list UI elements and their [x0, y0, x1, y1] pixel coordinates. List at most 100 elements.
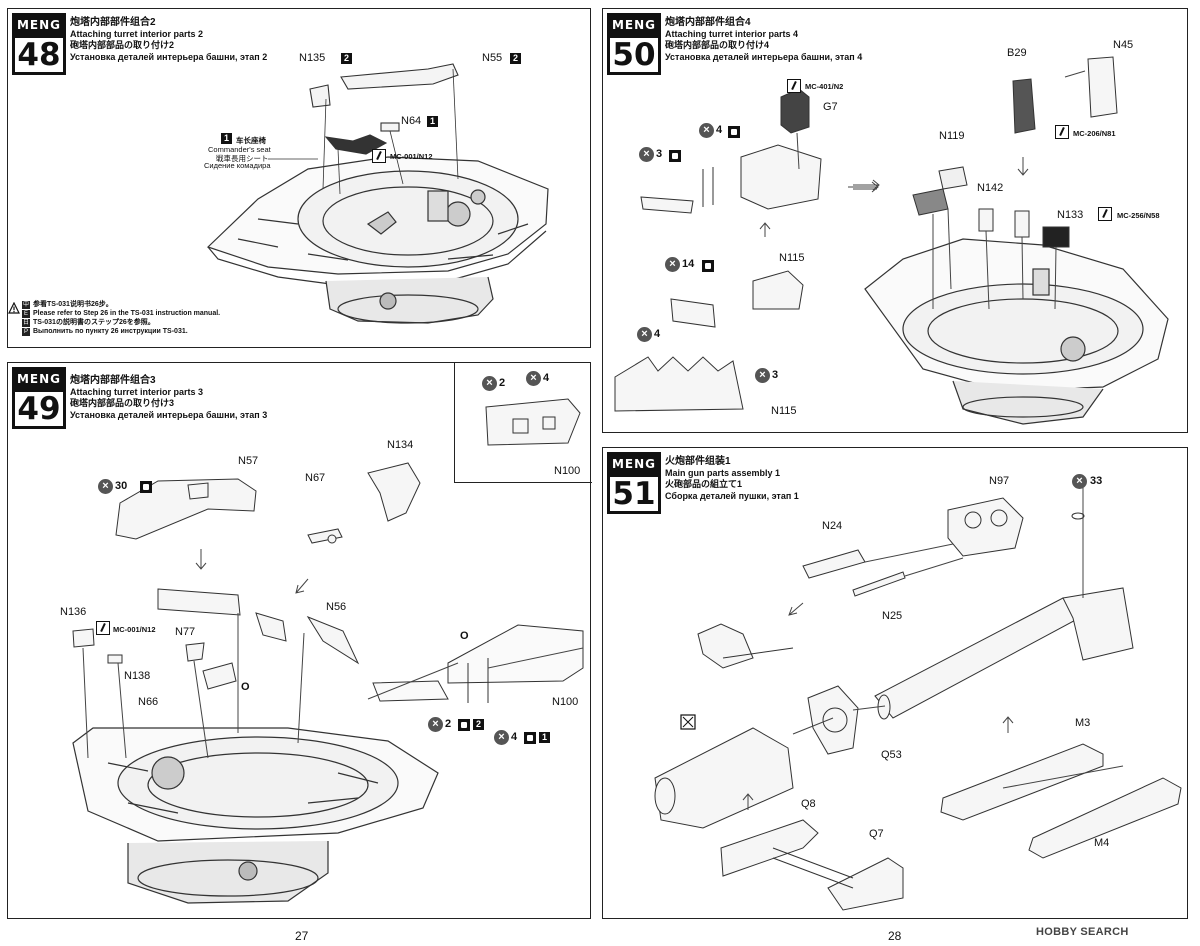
- qty-x14: ×: [665, 257, 680, 272]
- inset-qty-x3: ×: [755, 368, 770, 383]
- x3-count: 3: [656, 148, 663, 160]
- qty-x3: ×: [639, 147, 654, 162]
- paint-code-2: MC-206/N81: [1073, 129, 1116, 138]
- qty-n135: 2: [341, 53, 352, 64]
- qty-seat: 1: [221, 133, 232, 144]
- step-51-panel: MENG 51 火炮部件组装1 Main gun parts assembly …: [602, 447, 1188, 919]
- inset-n115: N115: [771, 405, 797, 417]
- mark-o-1: O: [241, 681, 250, 693]
- qty-x4: ×: [699, 123, 714, 138]
- step-49-titles: 炮塔内部部件组合3 Attaching turret interior part…: [70, 375, 267, 421]
- page-number-right: 28: [888, 929, 902, 943]
- qty-x4b: ×: [637, 327, 652, 342]
- brand-label: MENG: [607, 13, 661, 35]
- part-n138: N138: [124, 670, 151, 682]
- part-n115: N115: [779, 252, 805, 264]
- seat-label-cn: 车长座椅: [236, 136, 266, 145]
- title-cn: 炮塔内部部件组合3: [70, 375, 156, 386]
- paint-icon: [1098, 207, 1112, 221]
- part-n64: N64: [401, 115, 422, 127]
- title-jp: 火砲部品の組立て1: [665, 479, 743, 489]
- step-49-diagram: [72, 398, 584, 904]
- paint-icon: [372, 149, 386, 163]
- part-n134: N134: [387, 439, 414, 451]
- title-ru: Сборка деталей пушки, этап 1: [665, 490, 799, 501]
- qty-x33: ×: [1072, 474, 1087, 489]
- title-ru: Установка деталей интерьера башни, этап …: [70, 409, 268, 420]
- seat-label-ru: Сидение комадира: [204, 161, 271, 170]
- paint-icon: [787, 79, 801, 93]
- step-50-diagram: [614, 56, 1169, 425]
- x33-count: 33: [1090, 475, 1103, 487]
- title-cn: 炮塔内部部件组合4: [665, 17, 751, 28]
- qty-box-1: 1: [539, 732, 550, 743]
- x4-count: 4: [716, 124, 723, 136]
- inset-qty-x4: ×: [526, 371, 541, 386]
- brand-label: MENG: [12, 13, 66, 35]
- step-50-panel: MENG 50 炮塔内部部件组合4 Attaching turret inter…: [602, 8, 1188, 433]
- part-n142: N142: [977, 182, 1004, 194]
- part-m4: M4: [1094, 837, 1110, 849]
- step-number: 49: [12, 389, 66, 429]
- part-n135: N135: [299, 52, 326, 64]
- part-n57: N57: [238, 455, 259, 467]
- step-48-diagram: [206, 63, 549, 324]
- part-n56: N56: [326, 601, 347, 613]
- page-number-left: 27: [295, 929, 309, 943]
- part-n133: N133: [1057, 209, 1084, 221]
- x2-count: 2: [445, 718, 452, 730]
- step-51-titles: 火炮部件组装1 Main gun parts assembly 1 火砲部品の組…: [665, 456, 799, 502]
- seat-label-en: Commander's seat: [208, 145, 271, 154]
- watermark: HOBBY SEARCH: [1036, 926, 1129, 938]
- qty-box-2: 2: [473, 719, 484, 730]
- x14-count: 14: [682, 258, 695, 270]
- step-51-diagram: [654, 488, 1182, 911]
- seat-label-jp: 戦車長用シート: [216, 154, 269, 163]
- title-jp: 砲塔内部部品の取り付け2: [70, 40, 175, 50]
- title-en: Attaching turret interior parts 2: [70, 28, 204, 39]
- part-m3: M3: [1075, 717, 1091, 729]
- note-jp: TS-031の説明書のステップ26を参照。: [33, 319, 155, 326]
- part-n100: N100: [552, 696, 579, 708]
- part-n25: N25: [882, 610, 903, 622]
- note-ru: Выполнить по пункту 26 инструкции TS-031…: [33, 328, 188, 335]
- part-q7: Q7: [869, 828, 884, 840]
- title-ru: Установка деталей интерьера башни, этап …: [665, 51, 863, 62]
- part-n77: N77: [175, 626, 196, 638]
- paint-icon: [1055, 125, 1069, 139]
- inset-x3: 3: [772, 369, 779, 381]
- inset-box: [454, 363, 592, 483]
- qty-x30: ×: [98, 479, 113, 494]
- part-q8: Q8: [801, 798, 816, 810]
- step-50-titles: 炮塔内部部件组合4 Attaching turret interior part…: [665, 17, 862, 63]
- step-49-badge: MENG 49: [12, 367, 66, 429]
- step-number: 51: [607, 474, 661, 514]
- x4-count: 4: [511, 731, 518, 743]
- part-n97: N97: [989, 475, 1010, 487]
- paint-code: MC-001/N12: [113, 625, 156, 634]
- part-n24: N24: [822, 520, 843, 532]
- brand-label: MENG: [607, 452, 661, 474]
- step-51-badge: MENG 51: [607, 452, 661, 514]
- part-n45: N45: [1113, 39, 1134, 51]
- note-en: Please refer to Step 26 in the TS-031 in…: [33, 310, 221, 317]
- qty-n55: 2: [510, 53, 521, 64]
- part-g7: G7: [823, 101, 838, 113]
- inset-x2: 2: [499, 377, 506, 389]
- qty-n64: 1: [427, 116, 438, 127]
- paint-code: MC-001/N12: [390, 152, 433, 161]
- step-48-panel: MENG 48 炮塔内部部件组合2 Attaching turret inter…: [7, 8, 591, 348]
- title-en: Attaching turret interior parts 4: [665, 28, 799, 39]
- part-n66: N66: [138, 696, 159, 708]
- title-en: Main gun parts assembly 1: [665, 467, 781, 478]
- x30-count: 30: [115, 480, 128, 492]
- title-jp: 砲塔内部部品の取り付け3: [70, 398, 175, 408]
- paint-icon: [96, 621, 110, 635]
- title-en: Attaching turret interior parts 3: [70, 386, 204, 397]
- part-n55: N55: [482, 52, 503, 64]
- cement-icon: [140, 481, 152, 493]
- cement-icon: [669, 150, 681, 162]
- qty-x2: ×: [428, 717, 443, 732]
- part-q53: Q53: [881, 749, 902, 761]
